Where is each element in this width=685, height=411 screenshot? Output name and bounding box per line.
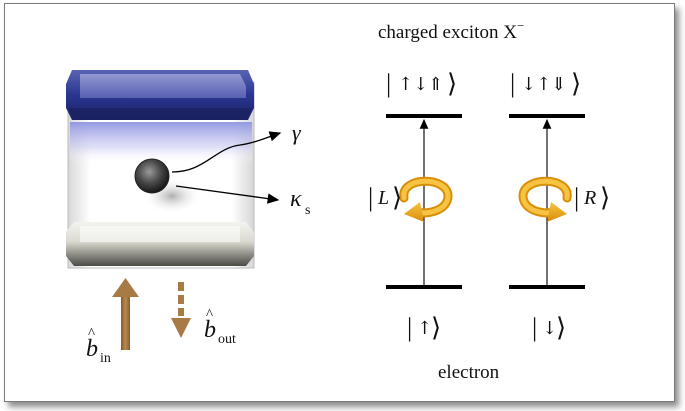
svg-text:⟩: ⟩ [556, 313, 566, 342]
ket-excited-right: | ↓↑⇓ ⟩ [510, 69, 581, 98]
svg-text:↑: ↑ [417, 318, 432, 339]
svg-text:⟩: ⟩ [571, 69, 581, 98]
ket-ground-right: | ↓ ⟩ [532, 313, 566, 342]
loss-subscript: s [305, 203, 310, 218]
svg-text:|: | [407, 313, 412, 342]
level-excited-left [386, 114, 462, 118]
circular-arrow-left-icon [399, 176, 453, 222]
ket-ground-left: | ↑ ⟩ [407, 313, 441, 342]
svg-text:↑↓⇑: ↑↓⇑ [398, 74, 443, 95]
svg-text:|: | [532, 313, 537, 342]
loss-arrow [175, 185, 280, 204]
svg-text:⟩: ⟩ [392, 183, 402, 212]
circular-arrow-right-icon [518, 176, 572, 222]
svg-text:⟩: ⟩ [431, 313, 441, 342]
svg-text:⟩: ⟩ [600, 183, 610, 212]
output-hat: ^ [206, 307, 213, 323]
svg-text:⟩: ⟩ [447, 69, 457, 98]
svg-text:L: L [377, 187, 389, 209]
svg-text:R: R [583, 187, 596, 209]
svg-text:|: | [368, 183, 373, 212]
output-subscript: out [218, 332, 236, 347]
ket-excited-left: | ↑↓⇑ ⟩ [386, 69, 457, 98]
input-arrow [112, 278, 139, 350]
cavity [66, 70, 255, 269]
svg-text:↓↑⇓: ↓↑⇓ [521, 74, 566, 95]
electron-label: electron [438, 362, 500, 383]
output-label: b [204, 317, 216, 343]
level-ground-left [386, 285, 462, 289]
ket-left-polarization: | L ⟩ [368, 183, 402, 212]
output-arrow [171, 282, 191, 338]
svg-text:|: | [574, 183, 579, 212]
top-mirror [66, 70, 254, 120]
ket-right-polarization: | R ⟩ [574, 183, 610, 212]
svg-text:|: | [386, 69, 391, 98]
level-ground-right [509, 285, 585, 289]
cavity-field-glow [70, 122, 252, 164]
diagram-title: charged exciton X− [378, 18, 524, 43]
input-label: b [86, 336, 98, 362]
decay-arrow [171, 131, 282, 173]
decay-label: γ [292, 120, 302, 145]
level-excited-right [509, 114, 585, 118]
input-subscript: in [100, 351, 111, 366]
svg-text:|: | [510, 69, 515, 98]
input-hat: ^ [88, 326, 95, 342]
svg-text:↓: ↓ [542, 318, 557, 339]
quantum-dot [134, 158, 170, 194]
bottom-mirror [66, 222, 254, 266]
loss-label: κ [290, 186, 302, 212]
